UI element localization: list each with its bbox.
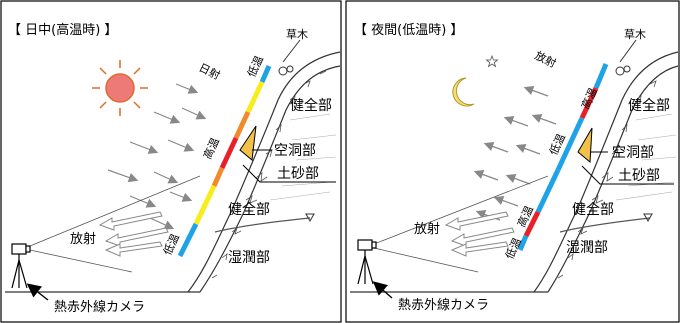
emission-label: 放射 [414,221,440,237]
cavity-shape [239,125,257,161]
moon-icon [452,77,475,107]
water-level-icon [643,213,653,223]
cavity-label: 空洞部 [612,145,654,161]
panel-border [0,0,342,323]
rock-texture [557,80,657,279]
sound-part-2-label: 健全部 [572,201,614,218]
thermal-camera-icon [11,243,31,289]
soil-leader [242,164,336,183]
temperature-bar [517,63,609,251]
wet-part-label: 湿潤部 [228,250,270,266]
cavity-label: 空洞部 [274,143,316,159]
temperature-bar [177,64,272,258]
vegetation-label: 草木 [624,28,646,41]
camera-pointer-arrow [26,283,49,301]
sound-part-2-label: 健全部 [228,201,270,218]
panel-title: 【 夜間(低温時) 】 [354,23,463,38]
camera-sight-lines [29,175,201,273]
water-level-icon [305,213,315,223]
sun-icon [92,60,148,116]
emission-arrows [444,211,515,257]
wet-part-label: 湿潤部 [566,240,608,256]
star-icon [485,54,499,68]
soil-label: 土砂部 [618,168,660,184]
emission-label: 放射 [70,231,96,247]
camera-label: 熱赤外線カメラ [54,299,145,315]
soil-label: 土砂部 [277,166,319,182]
camera-pointer-arrow [372,281,393,299]
sound-part-label: 健全部 [290,97,332,114]
thermal-camera-icon [357,239,377,285]
emission-arrows [98,211,169,257]
panel-title: 【 日中(高温時) 】 [8,22,117,38]
camera-label: 熱赤外線カメラ [398,297,489,313]
vegetation-icon [278,39,301,76]
ground-shading [269,113,337,201]
ground-shading [615,113,677,201]
cavity-shape [577,127,593,164]
vegetation-label: 草木 [286,28,308,41]
camera-sight-lines [373,175,549,273]
sound-part-label: 健全部 [628,97,670,114]
soil-leader [581,165,674,185]
incoming-radiation-arrows [107,83,207,230]
panel-border [345,0,680,323]
panel-daytime: 【 日中(高温時) 】 [0,0,342,323]
vegetation-icon [615,39,637,76]
panel-nighttime: 【 夜間(低温時) 】 草木 [345,0,680,323]
